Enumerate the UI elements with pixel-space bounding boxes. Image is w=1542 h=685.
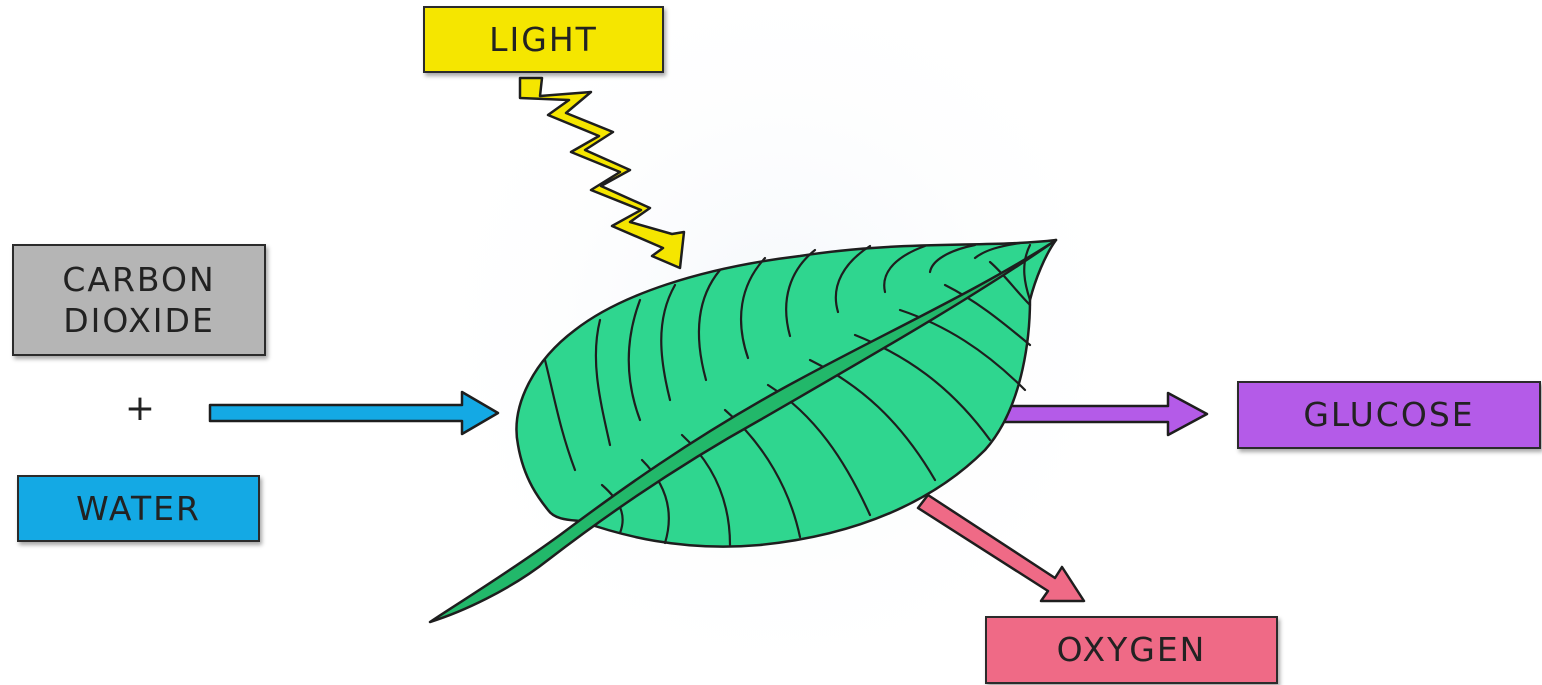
glucose-label: GLUCOSE [1303,394,1474,435]
light-label: LIGHT [489,19,598,60]
oxygen-label: OXYGEN [1057,629,1207,670]
light-label-box: LIGHT [423,6,664,73]
glucose-label-box: GLUCOSE [1237,381,1541,449]
plus-sign: + [118,388,162,429]
carbon-dioxide-label-line2: DIOXIDE [63,300,215,341]
carbon-dioxide-label-line1: CARBON [62,259,215,300]
water-label-box: WATER [17,475,260,542]
carbon-dioxide-label-box: CARBON DIOXIDE [12,244,266,356]
oxygen-label-box: OXYGEN [985,616,1278,684]
water-label: WATER [76,488,201,529]
